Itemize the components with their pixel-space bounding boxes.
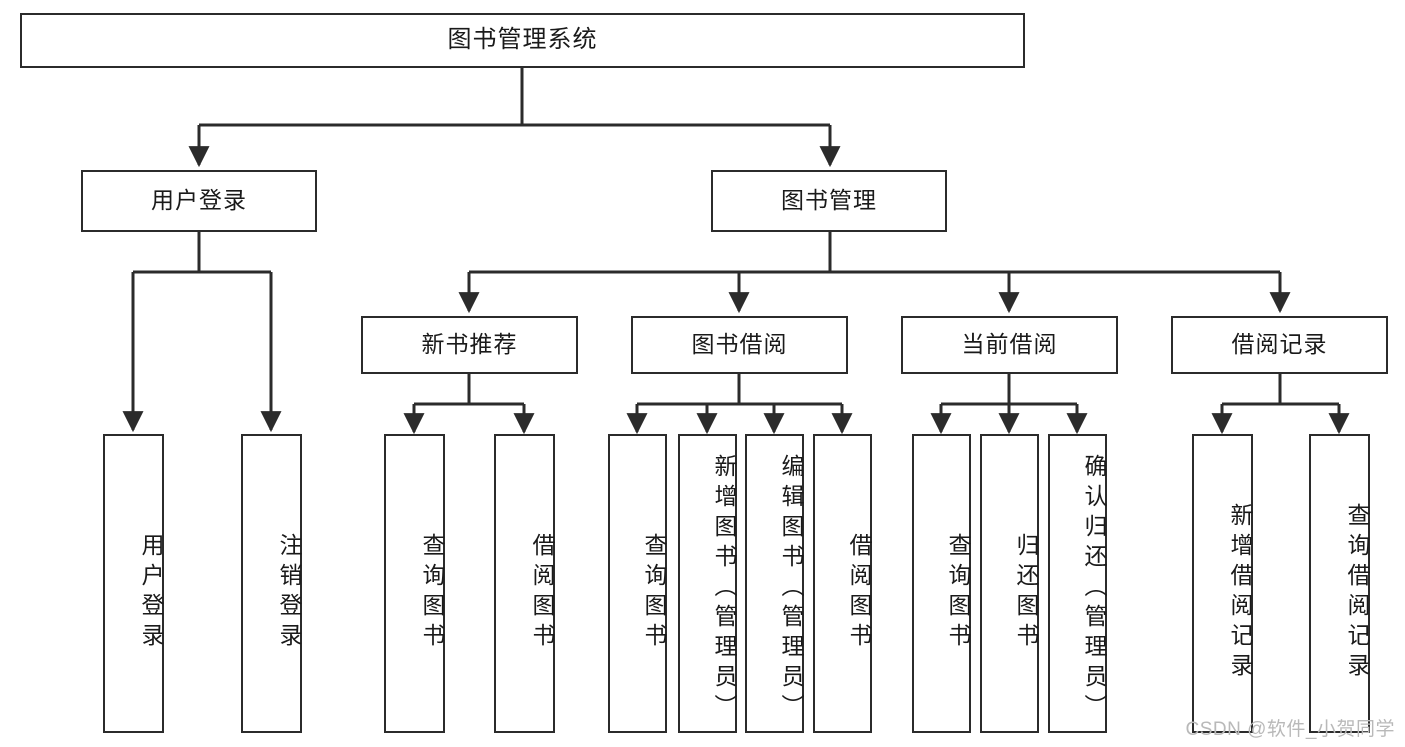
node-borrow-record[interactable]: 借阅记录 (1171, 316, 1388, 374)
node-user-login[interactable]: 用户登录 (81, 170, 317, 232)
node-book-borrow[interactable]: 图书借阅 (631, 316, 848, 374)
node-leaf-query-record[interactable]: 查询借阅记录 (1309, 434, 1370, 733)
node-leaf-query-book-3[interactable]: 查询图书 (912, 434, 971, 733)
node-leaf-borrow-book-1[interactable]: 借阅图书 (494, 434, 555, 733)
node-leaf-query-book-2[interactable]: 查询图书 (608, 434, 667, 733)
node-book-manage[interactable]: 图书管理 (711, 170, 947, 232)
watermark-text: CSDN @软件_小贺同学 (1185, 719, 1395, 740)
node-current-borrow[interactable]: 当前借阅 (901, 316, 1118, 374)
node-leaf-query-book-1[interactable]: 查询图书 (384, 434, 445, 733)
node-root[interactable]: 图书管理系统 (20, 13, 1025, 68)
node-leaf-borrow-book-2[interactable]: 借阅图书 (813, 434, 872, 733)
node-leaf-return-book[interactable]: 归还图书 (980, 434, 1039, 733)
node-leaf-confirm-return[interactable]: 确认归还（管理员） (1048, 434, 1107, 733)
node-leaf-add-record[interactable]: 新增借阅记录 (1192, 434, 1253, 733)
node-leaf-add-book[interactable]: 新增图书（管理员） (678, 434, 737, 733)
node-leaf-user-logout[interactable]: 注销登录 (241, 434, 302, 733)
node-leaf-user-login[interactable]: 用户登录 (103, 434, 164, 733)
node-new-book-rec[interactable]: 新书推荐 (361, 316, 578, 374)
node-leaf-edit-book[interactable]: 编辑图书（管理员） (745, 434, 804, 733)
